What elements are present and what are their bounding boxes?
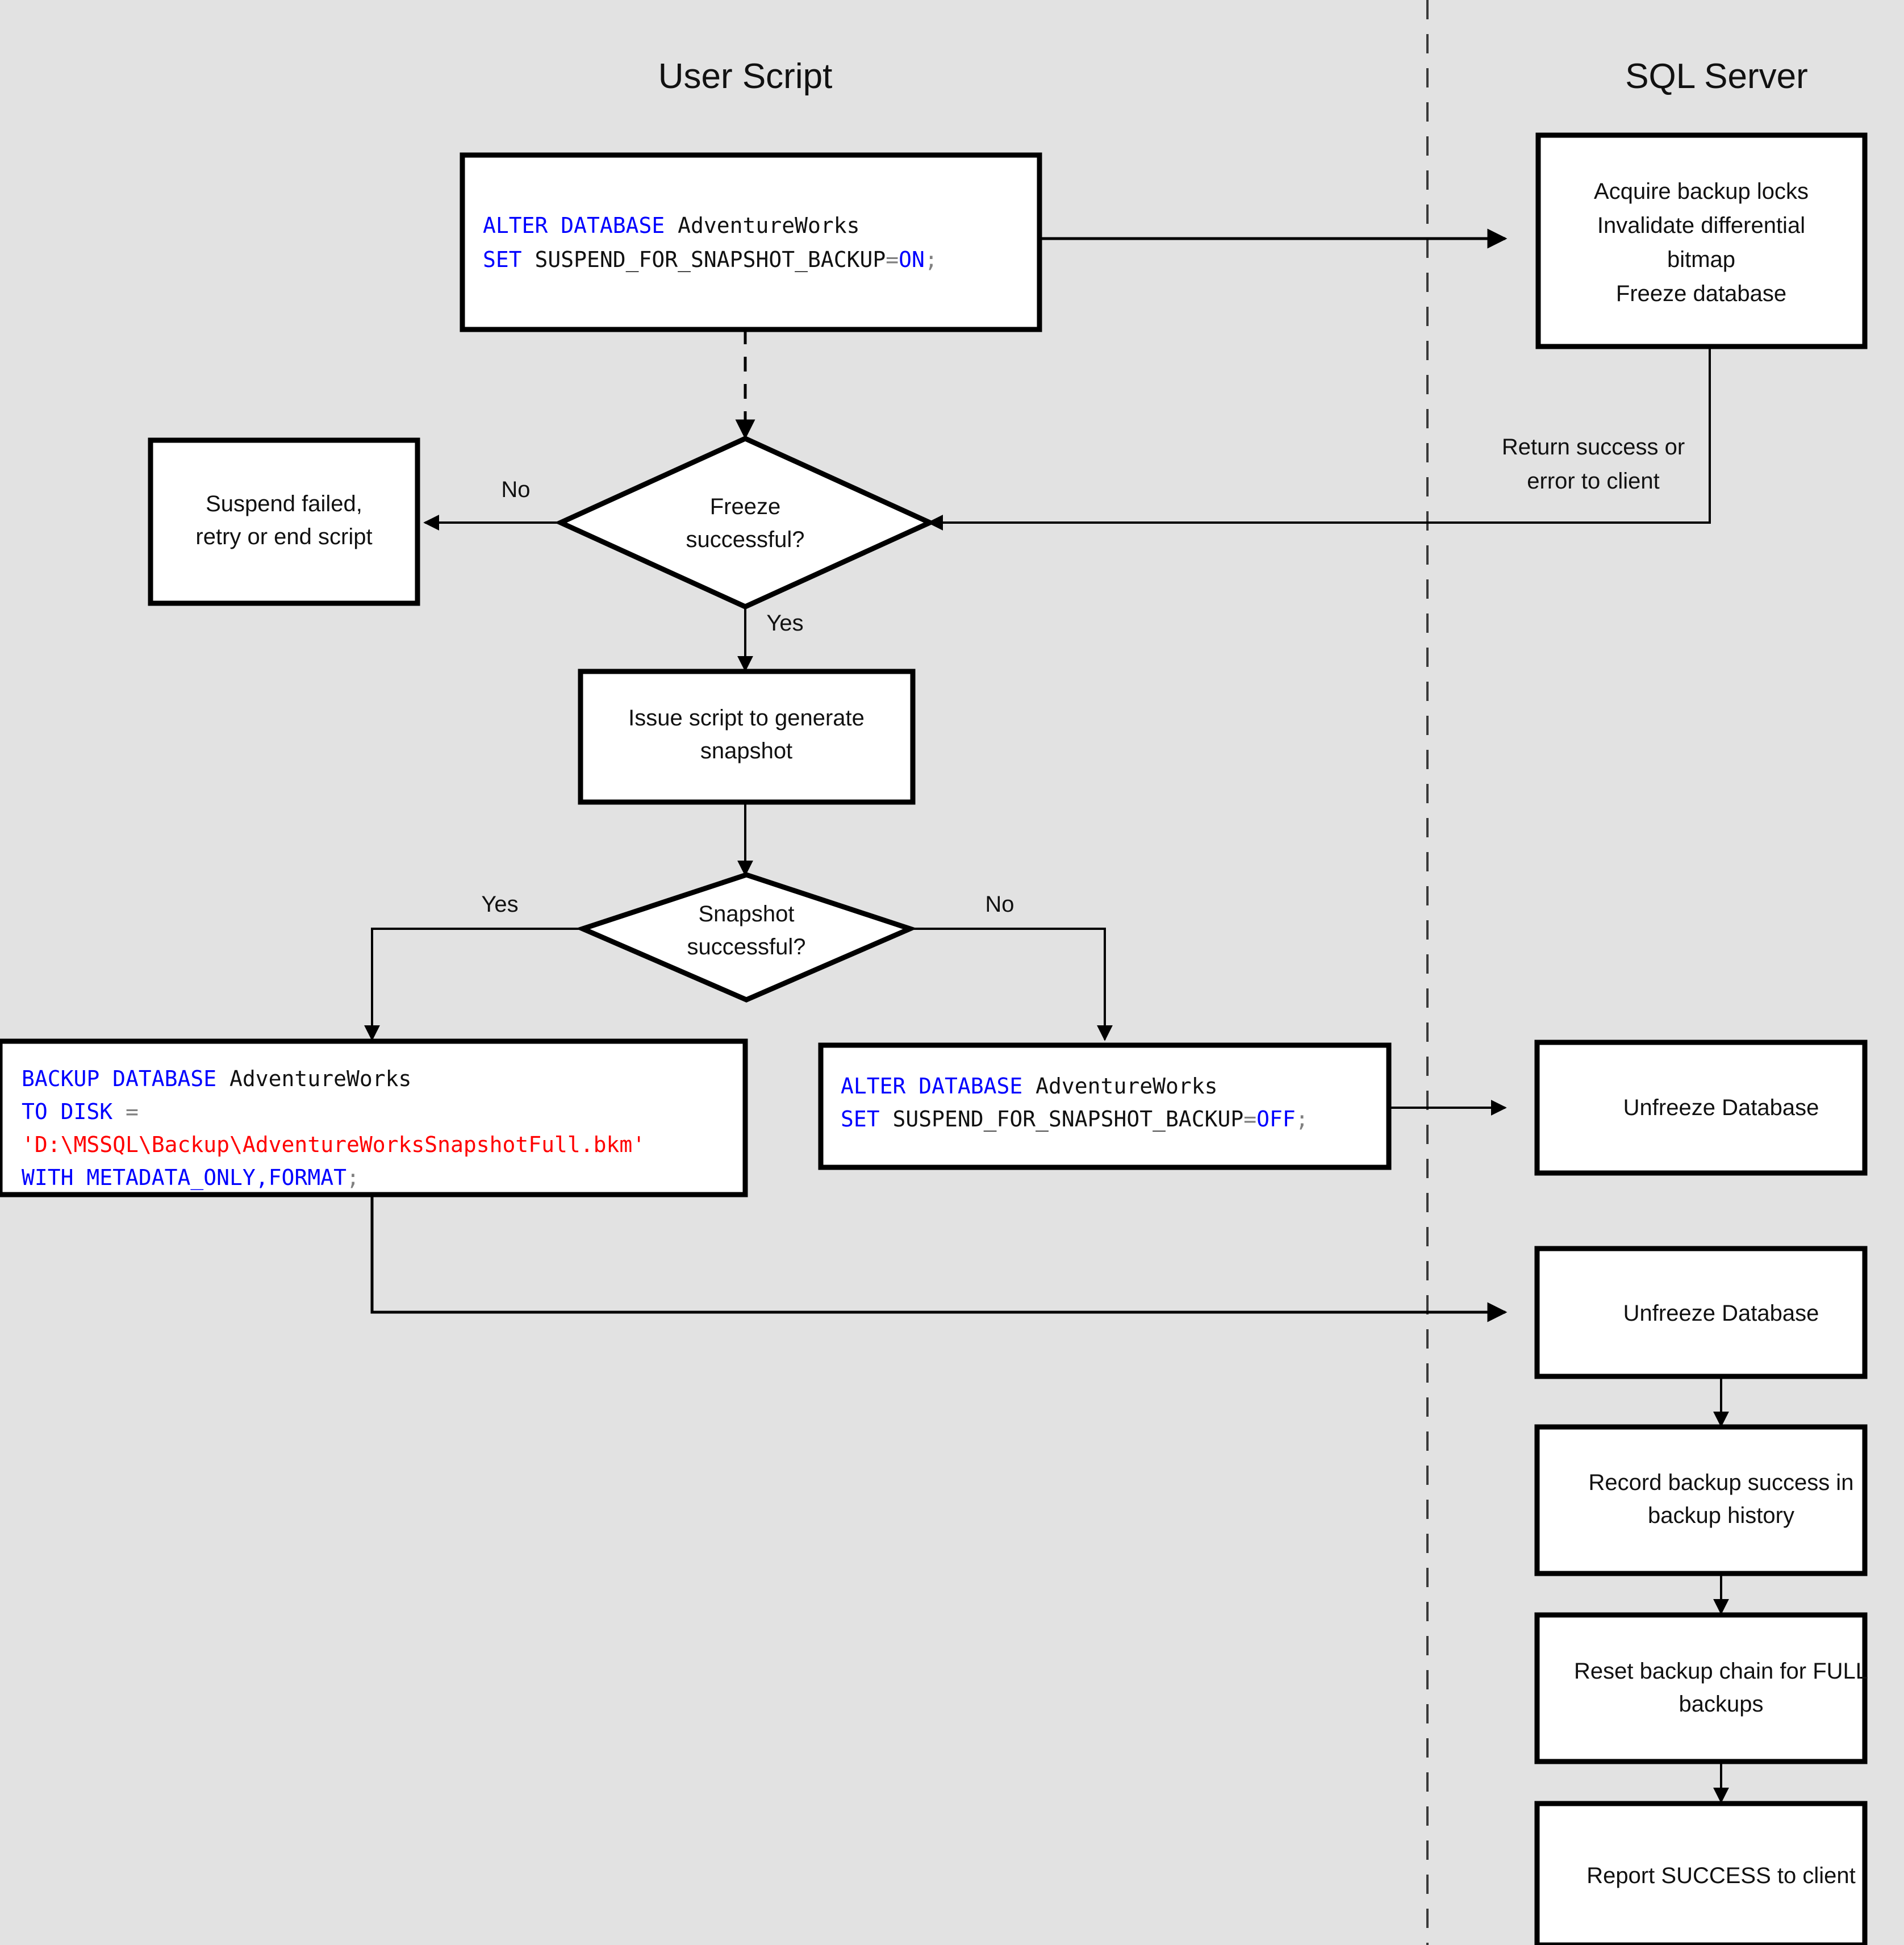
node-suspend-failed[interactable]: Suspend failed, retry or end script [148, 437, 420, 606]
alter-off-line-2: SET SUSPEND_FOR_SNAPSHOT_BACKUP=OFF; [841, 1107, 1309, 1132]
return-to-client-line-2: error to client [1527, 469, 1659, 494]
backup-db-line-4: WITH METADATA_ONLY,FORMAT; [22, 1165, 360, 1191]
connector-backup-database-to-unfreeze-2 [370, 1193, 1508, 1322]
alter-off-line-1: ALTER DATABASE AdventureWorks [841, 1074, 1217, 1099]
lane-title-user-script: User Script [658, 57, 833, 96]
node-unfreeze-database-1[interactable]: Unfreeze Database [1534, 1040, 1868, 1176]
backup-db-line-2: TO DISK = [22, 1099, 139, 1124]
snapshot-decision-line-2: successful? [687, 934, 806, 959]
return-to-client-line-1: Return success or [1502, 435, 1685, 460]
connector-snapshot-no-to-alter-off [909, 928, 1113, 1041]
node-snapshot-successful-shape [575, 872, 917, 1003]
node-snapshot-successful-decision[interactable]: Snapshot successful? [575, 872, 917, 1003]
node-alter-suspend-off[interactable]: ALTER DATABASE AdventureWorks SET SUSPEN… [818, 1042, 1392, 1170]
node-alter-suspend-off-shape [818, 1042, 1392, 1170]
node-alter-suspend-on-shape [460, 152, 1042, 332]
node-suspend-failed-shape [148, 437, 420, 606]
alter-on-line-2: SET SUSPEND_FOR_SNAPSHOT_BACKUP=ON; [483, 247, 938, 273]
alter-on-line-1: ALTER DATABASE AdventureWorks [483, 213, 859, 238]
connector-acquire-locks-to-freeze-decision [927, 347, 1711, 531]
edge-label-freeze-no: No [501, 477, 530, 502]
node-report-success[interactable]: Report SUCCESS to client [1534, 1801, 1868, 1945]
reset-chain-line-1: Reset backup chain for FULL [1574, 1659, 1868, 1684]
node-unfreeze-database-2[interactable]: Unfreeze Database [1534, 1246, 1868, 1379]
node-freeze-successful-shape [554, 436, 936, 610]
connector-snapshot-yes-to-backup-database [364, 928, 584, 1041]
record-backup-line-1: Record backup success in [1589, 1470, 1854, 1495]
node-backup-database[interactable]: BACKUP DATABASE AdventureWorks TO DISK =… [0, 1038, 748, 1197]
node-issue-script[interactable]: Issue script to generate snapshot [578, 669, 916, 805]
acquire-locks-line-1: Acquire backup locks [1594, 179, 1809, 204]
backup-db-line-1: BACKUP DATABASE AdventureWorks [22, 1066, 411, 1091]
node-record-backup-success[interactable]: Record backup success in backup history [1534, 1424, 1868, 1576]
acquire-locks-line-2: Invalidate differential [1597, 213, 1805, 238]
reset-chain-line-2: backups [1679, 1692, 1764, 1717]
node-acquire-backup-locks-shape [1535, 132, 1868, 349]
unfreeze-1-label: Unfreeze Database [1623, 1095, 1819, 1120]
node-freeze-successful-decision[interactable]: Freeze successful? [554, 436, 936, 610]
node-alter-suspend-on[interactable]: ALTER DATABASE AdventureWorks SET SUSPEN… [460, 152, 1042, 332]
unfreeze-2-label: Unfreeze Database [1623, 1301, 1819, 1326]
acquire-locks-line-3: bitmap [1667, 247, 1735, 272]
suspend-failed-line-2: retry or end script [195, 524, 372, 549]
node-acquire-backup-locks[interactable]: Acquire backup locks Invalidate differen… [1535, 132, 1868, 349]
freeze-decision-line-2: successful? [686, 527, 805, 552]
edge-label-snapshot-yes: Yes [481, 892, 518, 917]
edge-label-freeze-yes: Yes [766, 611, 803, 636]
acquire-locks-line-4: Freeze database [1616, 281, 1786, 306]
node-unfreeze-database-1-shape [1534, 1040, 1868, 1176]
edge-label-return-to-client: Return success or error to client [1502, 435, 1685, 494]
node-reset-backup-chain[interactable]: Reset backup chain for FULL backups [1534, 1612, 1868, 1764]
lane-title-sql-server: SQL Server [1625, 57, 1808, 96]
suspend-failed-line-1: Suspend failed, [206, 491, 362, 516]
node-issue-script-shape [578, 669, 916, 805]
node-unfreeze-database-2-shape [1534, 1246, 1868, 1379]
node-report-success-shape [1534, 1801, 1868, 1945]
node-reset-backup-chain-shape [1534, 1612, 1868, 1764]
issue-script-line-2: snapshot [700, 738, 792, 763]
report-success-label: Report SUCCESS to client [1586, 1863, 1856, 1888]
node-record-backup-success-shape [1534, 1424, 1868, 1576]
snapshot-decision-line-1: Snapshot [698, 901, 794, 926]
issue-script-line-1: Issue script to generate [628, 706, 865, 731]
edge-label-snapshot-no: No [985, 892, 1014, 917]
record-backup-line-2: backup history [1648, 1503, 1794, 1528]
freeze-decision-line-1: Freeze [710, 494, 781, 519]
backup-db-line-3: 'D:\MSSQL\Backup\AdventureWorksSnapshotF… [22, 1132, 645, 1157]
node-backup-database-shape [0, 1038, 748, 1197]
